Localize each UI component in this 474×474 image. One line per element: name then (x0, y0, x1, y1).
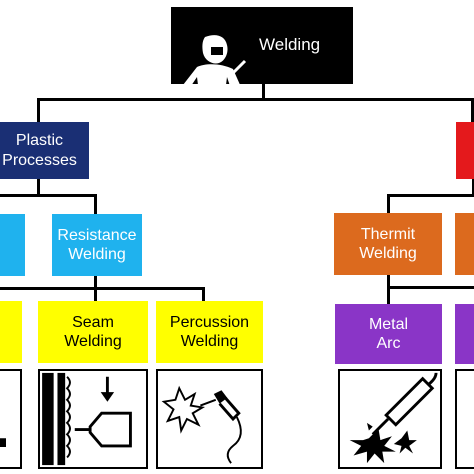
seam-welding-picture (38, 369, 148, 469)
connector-plastic-up (37, 98, 40, 122)
connector-level2-right-bar (387, 194, 474, 197)
connector-fusion-up (471, 98, 474, 122)
spot-welding-icon (0, 371, 20, 467)
seam-welding-node: Seam Welding (38, 301, 148, 363)
metal-arc-node: Metal Arc (335, 304, 442, 364)
metal-arc-label: Metal Arc (368, 315, 409, 352)
thermit-welding-label: Thermit Welding (359, 225, 417, 262)
metal-arc-picture (338, 369, 442, 469)
cut-off-yellow-node (0, 301, 22, 363)
connector-level3-left-bar (0, 287, 205, 290)
percussion-welding-icon (158, 371, 261, 467)
welding-root-node: Welding (171, 7, 353, 97)
connector-thermit-down (387, 274, 390, 288)
connector-seam-up (94, 287, 97, 301)
cut-off-orange-node (455, 213, 474, 275)
connector-resistance-down (94, 275, 97, 289)
connector-root-down (262, 82, 265, 100)
arc-welding-icon (340, 371, 440, 467)
seam-welding-label: Seam Welding (64, 313, 122, 350)
percussion-welding-label: Percussion Welding (169, 313, 250, 350)
connector-level2-left-bar (0, 194, 97, 197)
connector-metal-arc-up (387, 286, 390, 304)
connector-fusion-down (472, 178, 474, 196)
plastic-processes-node: Plastic Processes (0, 122, 89, 179)
connector-level3-right-bar (387, 286, 474, 289)
seam-welding-icon (40, 371, 146, 467)
resistance-welding-label: Resistance Welding (57, 226, 137, 263)
percussion-welding-node: Percussion Welding (156, 301, 263, 363)
welding-root-label: Welding (259, 35, 321, 55)
plastic-processes-label: Plastic Processes (2, 132, 77, 169)
spot-welding-picture (0, 369, 22, 469)
connector-percussion-up (202, 287, 205, 301)
connector-plastic-down (37, 178, 40, 196)
fusion-processes-node (456, 122, 474, 179)
cut-off-purple-node (455, 304, 474, 364)
cut-off-blue-node (0, 214, 25, 276)
cut-off-picture (455, 369, 474, 469)
connector-thermit-up (387, 194, 390, 214)
thermit-welding-node: Thermit Welding (334, 213, 442, 275)
connector-resistance-up (94, 194, 97, 214)
resistance-welding-node: Resistance Welding (52, 214, 142, 276)
percussion-welding-picture (156, 369, 263, 469)
connector-level1-bar (37, 98, 474, 101)
welder-icon (175, 11, 255, 97)
